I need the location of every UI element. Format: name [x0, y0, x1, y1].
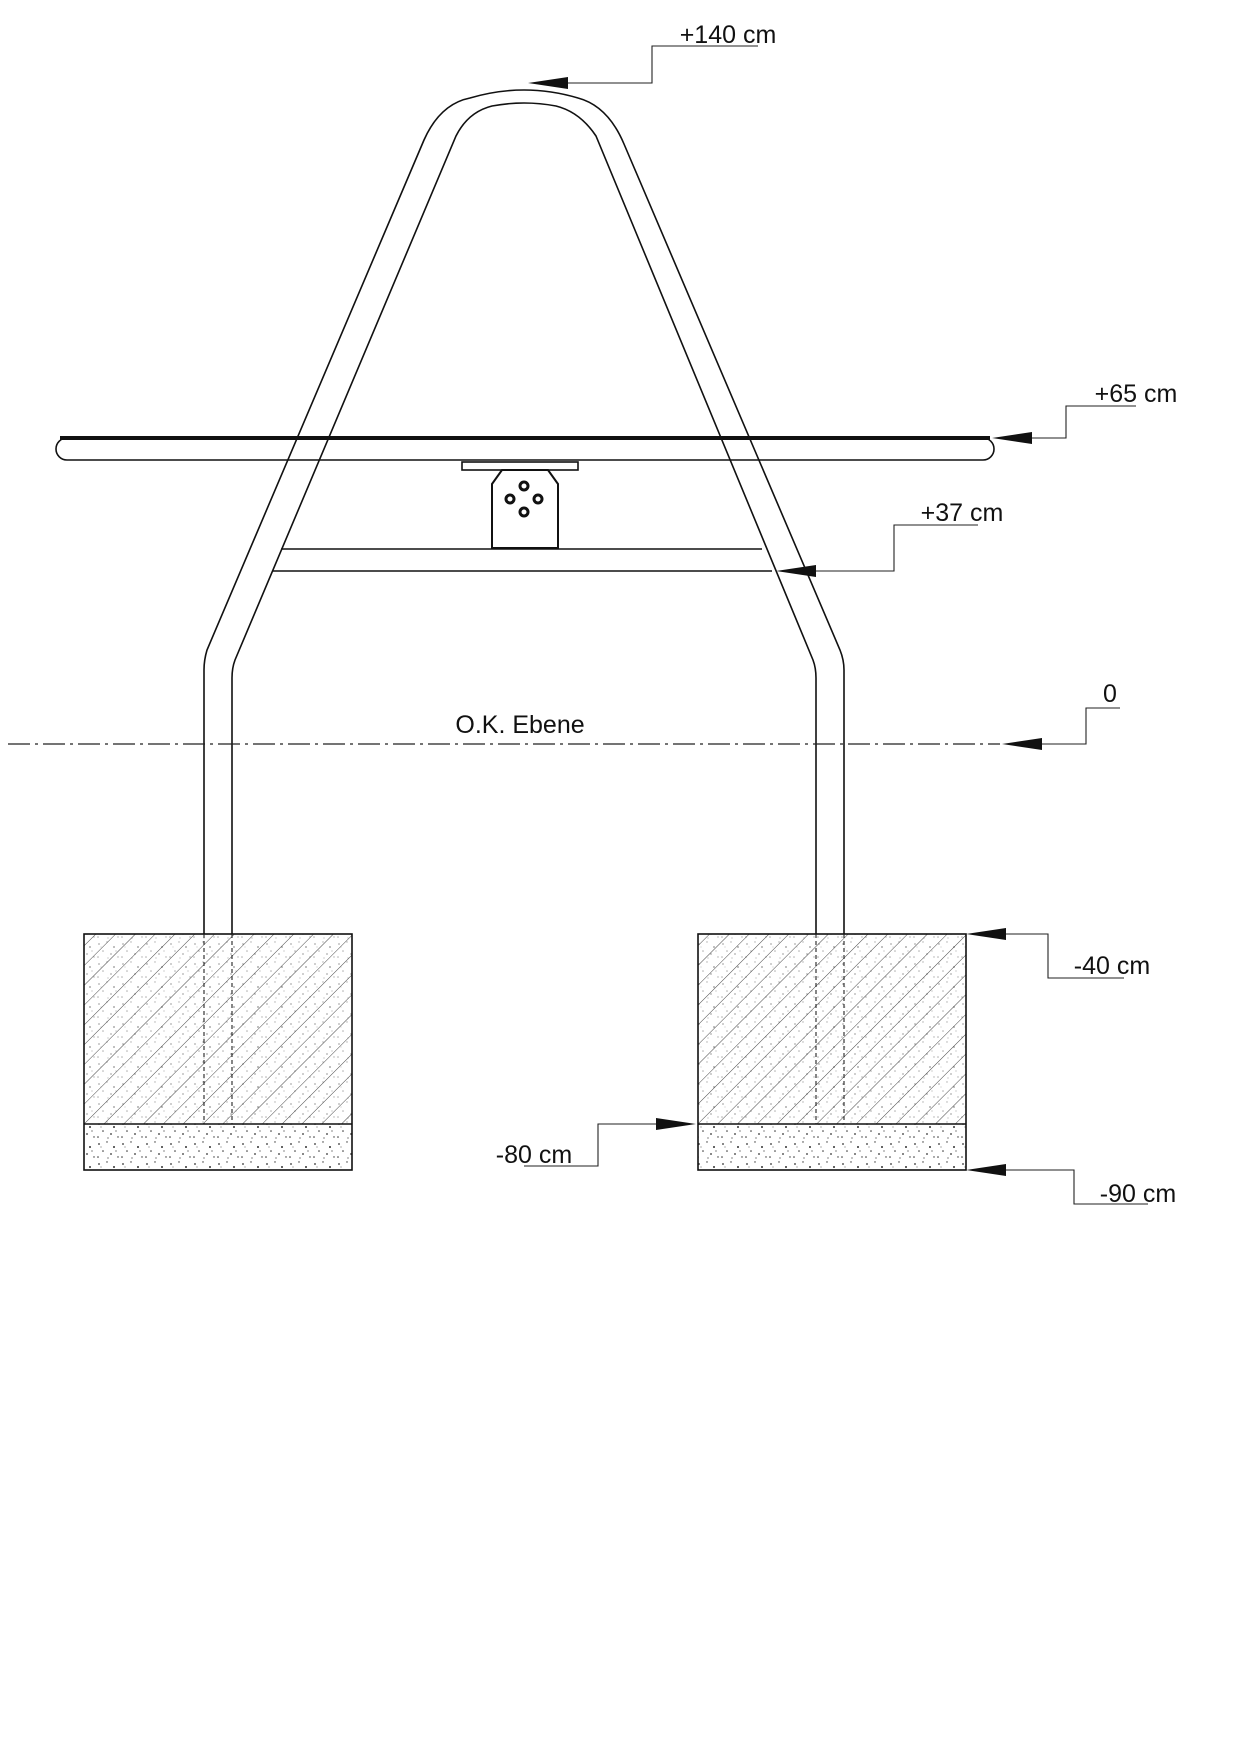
svg-text:0: 0 — [1103, 680, 1117, 708]
svg-text:-80 cm: -80 cm — [496, 1141, 572, 1169]
tube-frame — [203, 89, 845, 934]
level-marker-top: +140 cm — [528, 21, 776, 89]
level-marker-foundation-top: -40 cm — [966, 928, 1150, 980]
arrow-left-icon — [528, 77, 568, 89]
table-plank — [55, 436, 995, 461]
foundation-left — [83, 933, 353, 1171]
arrow-left-icon — [966, 1164, 1006, 1176]
crossbar — [272, 548, 772, 572]
foundation-right — [697, 933, 967, 1171]
arrow-left-icon — [1002, 738, 1042, 750]
arrow-right-icon — [656, 1118, 696, 1130]
ground-label: O.K. Ebene — [455, 711, 584, 739]
arrow-left-icon — [992, 432, 1032, 444]
level-marker-crossbar: +37 cm — [776, 499, 1003, 577]
svg-text:-40 cm: -40 cm — [1074, 952, 1150, 980]
level-marker-table: +65 cm — [992, 380, 1177, 444]
level-marker-foundation-bottom: -90 cm — [966, 1164, 1176, 1208]
level-marker-foundation-gravel: -80 cm — [496, 1118, 696, 1169]
arrow-left-icon — [776, 565, 816, 577]
svg-text:+65 cm: +65 cm — [1095, 380, 1178, 408]
level-marker-ground: 0 — [1002, 680, 1120, 750]
svg-text:+37 cm: +37 cm — [921, 499, 1004, 527]
arrow-left-icon — [966, 928, 1006, 940]
svg-text:+140 cm: +140 cm — [680, 21, 777, 49]
mounting-bracket — [461, 461, 579, 549]
svg-text:-90 cm: -90 cm — [1100, 1180, 1176, 1208]
